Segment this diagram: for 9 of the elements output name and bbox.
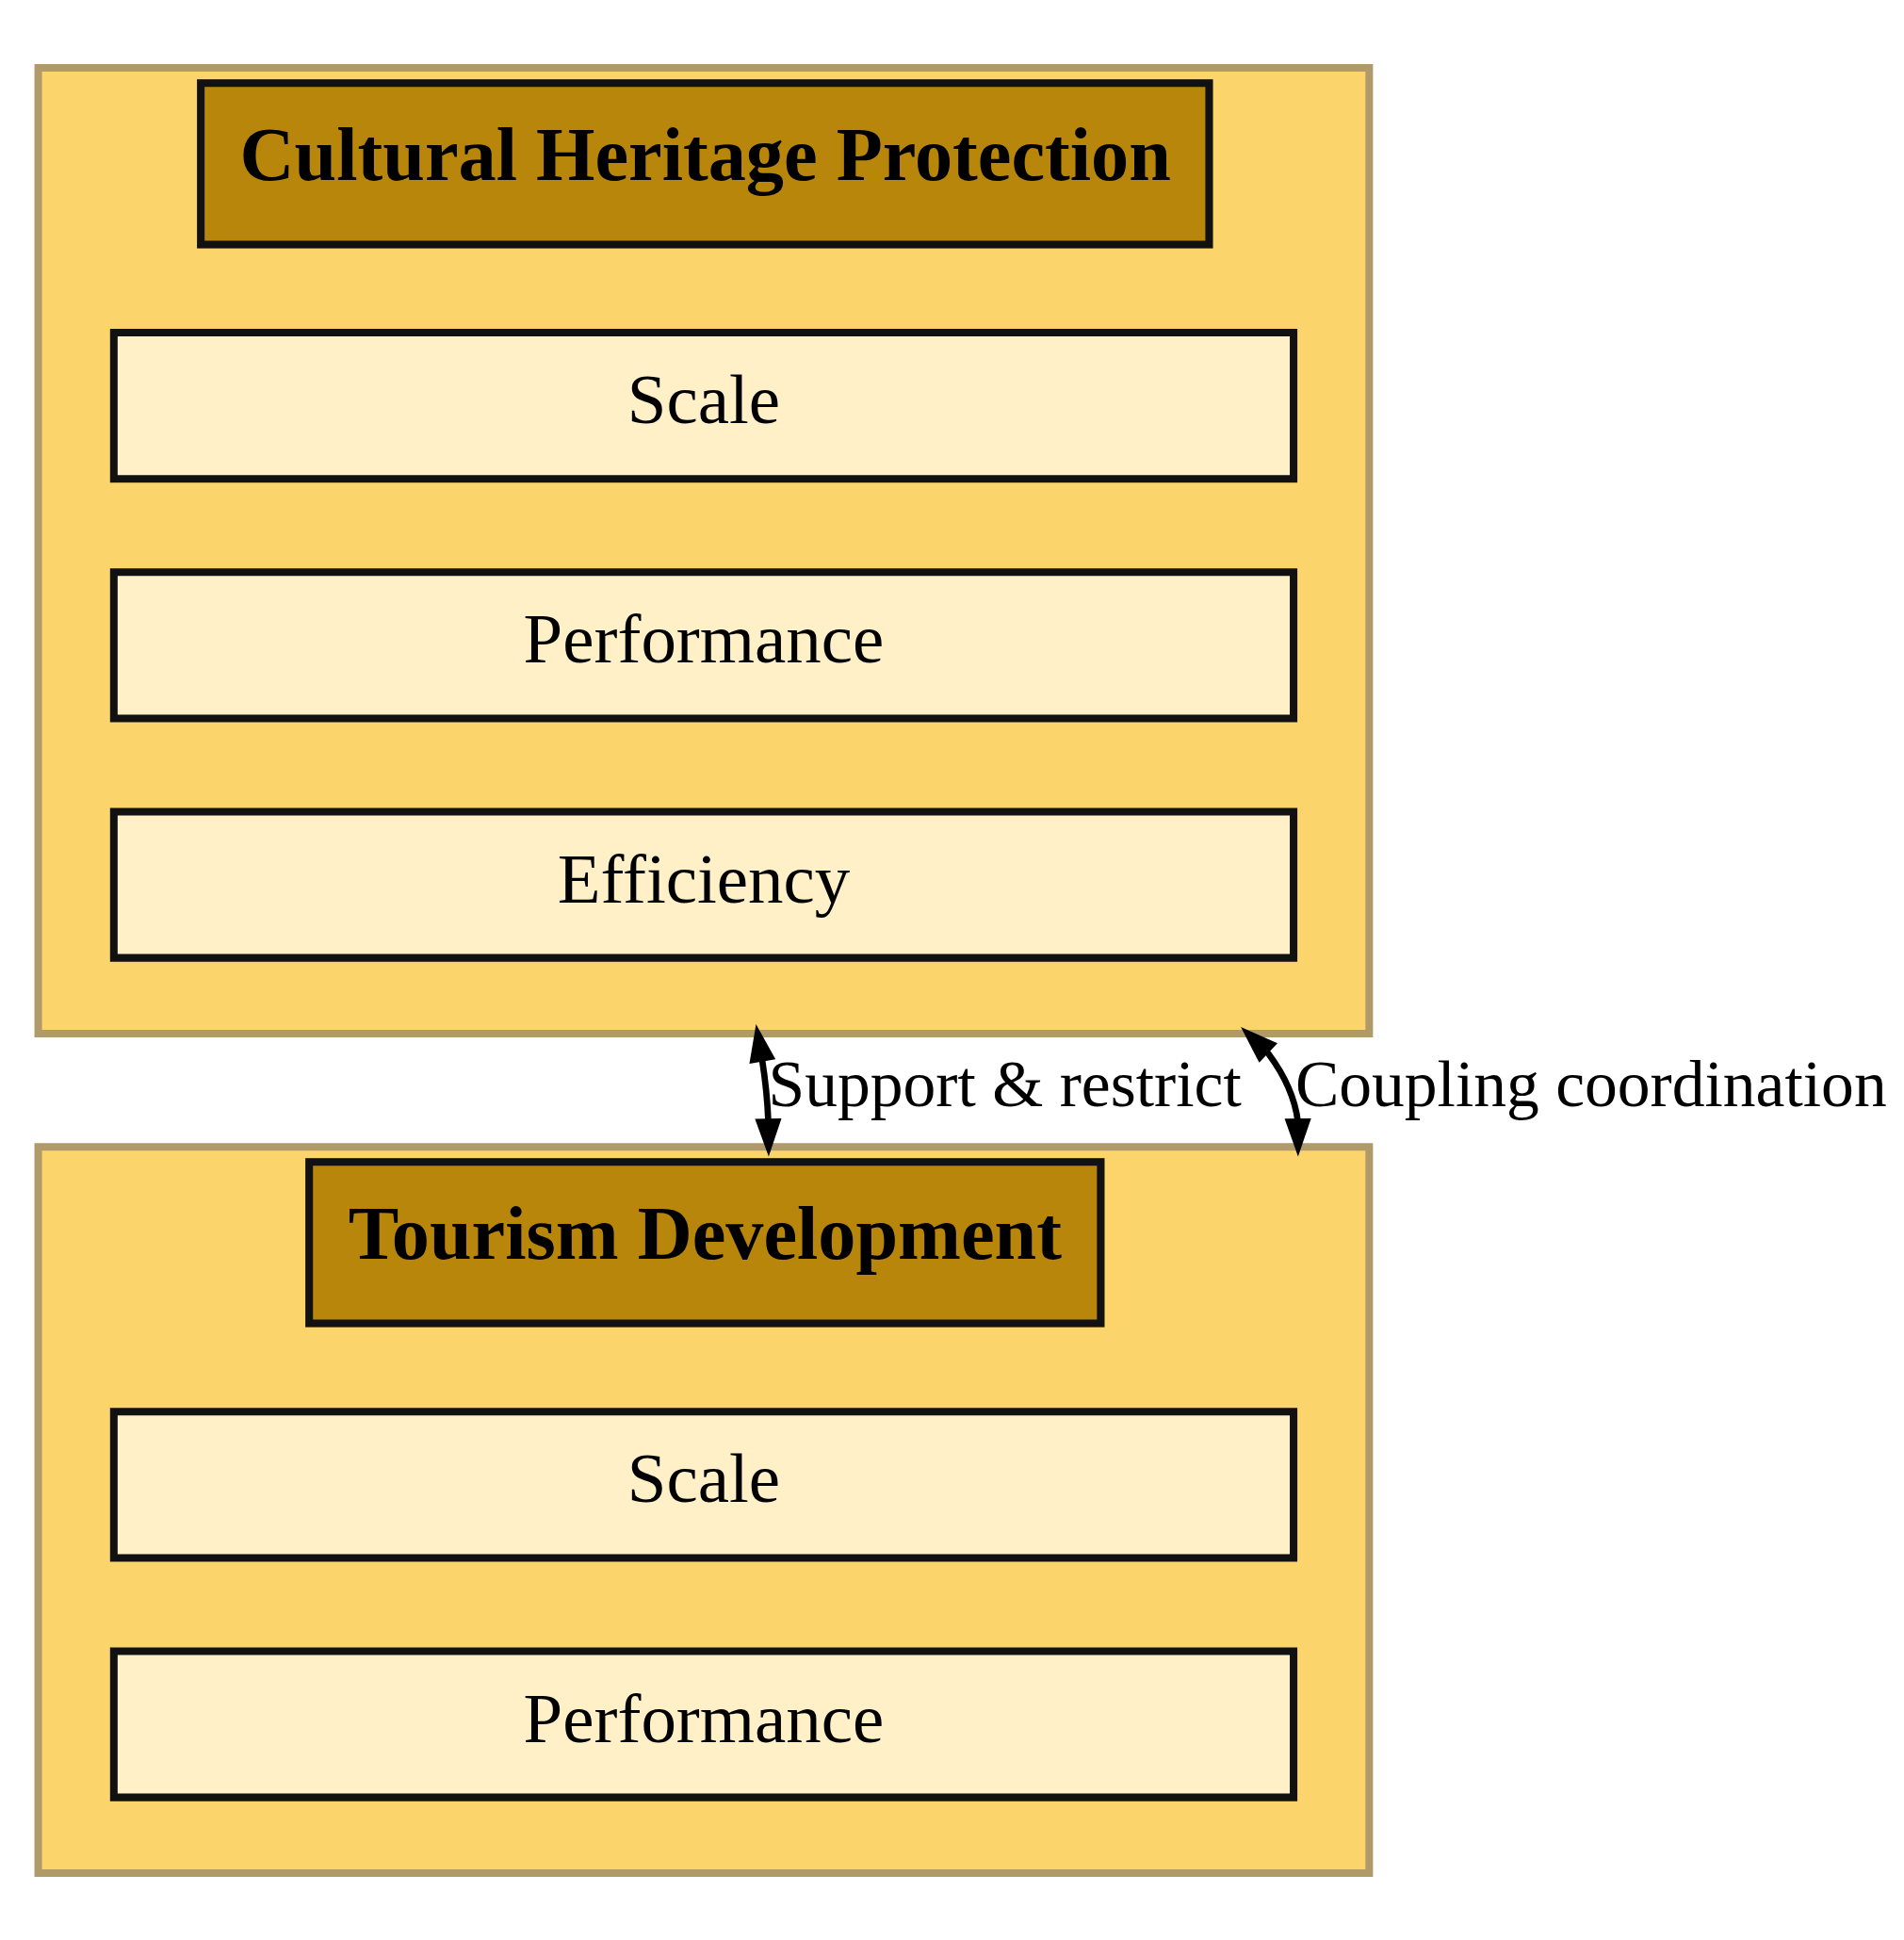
edge-label: Support & restrict [768,1047,1242,1120]
node-box: Efficiency [109,807,1298,962]
node-box: Scale [109,1407,1298,1561]
edge-label: Coupling coordination [1294,1047,1887,1120]
arrow [1241,1026,1311,1156]
node-box: Performance [109,1646,1298,1801]
node-box: Performance [109,567,1298,722]
node-box: Scale [109,328,1298,482]
arrow [749,1023,782,1156]
